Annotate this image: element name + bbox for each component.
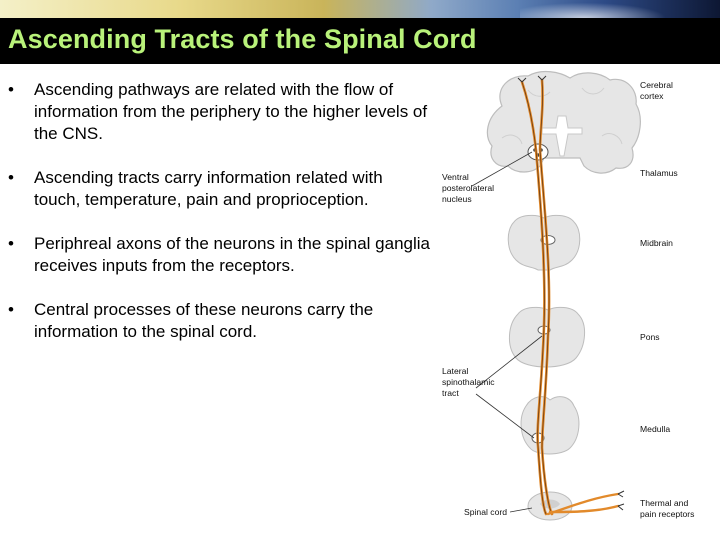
label-spinal-cord: Spinal cord <box>464 507 507 517</box>
label-ventral-posterolateral: Ventral posterolateral nucleus <box>442 172 496 204</box>
bullet-list: • Ascending pathways are related with the… <box>0 79 430 365</box>
thalamus-oval <box>527 143 549 161</box>
bullet-item: • Central processes of these neurons carr… <box>0 299 430 343</box>
lateral-ventricle <box>541 115 583 157</box>
bullet-text: Ascending pathways are related with the … <box>34 80 428 143</box>
peripheral-nerve <box>546 492 620 516</box>
bullet-text: Central processes of these neurons carry… <box>34 300 374 341</box>
bullet-text: Periphreal axons of the neurons in the s… <box>34 234 430 275</box>
label-medulla: Medulla <box>640 424 670 434</box>
pathway-svg: Cerebral cortex Thalamus Ventral postero… <box>442 70 694 521</box>
top-decorative-strip <box>0 0 720 18</box>
cortex-fold <box>501 87 623 145</box>
medulla-shape <box>520 396 580 455</box>
label-thermal-pain: Thermal and pain receptors <box>640 498 694 519</box>
bullet-item: • Ascending tracts carry information rela… <box>0 167 430 211</box>
title-bar: Ascending Tracts of the Spinal Cord <box>0 18 720 64</box>
bullet-item: • Ascending pathways are related with the… <box>0 79 430 145</box>
spinal-pathway-diagram: Cerebral cortex Thalamus Ventral postero… <box>432 66 720 540</box>
label-pons: Pons <box>640 332 660 342</box>
bullet-text: Ascending tracts carry information relat… <box>34 168 383 209</box>
label-cerebral-cortex: Cerebral cortex <box>640 80 675 101</box>
bullet-item: • Periphreal axons of the neurons in the … <box>0 233 430 277</box>
bullet-dot: • <box>8 80 14 99</box>
bullet-dot: • <box>8 234 14 253</box>
wave-decoration <box>520 0 680 18</box>
slide-title: Ascending Tracts of the Spinal Cord <box>8 24 477 54</box>
bullet-dot: • <box>8 168 14 187</box>
label-thalamus: Thalamus <box>640 168 678 178</box>
bullet-dot: • <box>8 300 14 319</box>
label-lateral-spinothalamic: Lateral spinothalamic tract <box>442 366 497 398</box>
label-midbrain: Midbrain <box>640 238 673 248</box>
